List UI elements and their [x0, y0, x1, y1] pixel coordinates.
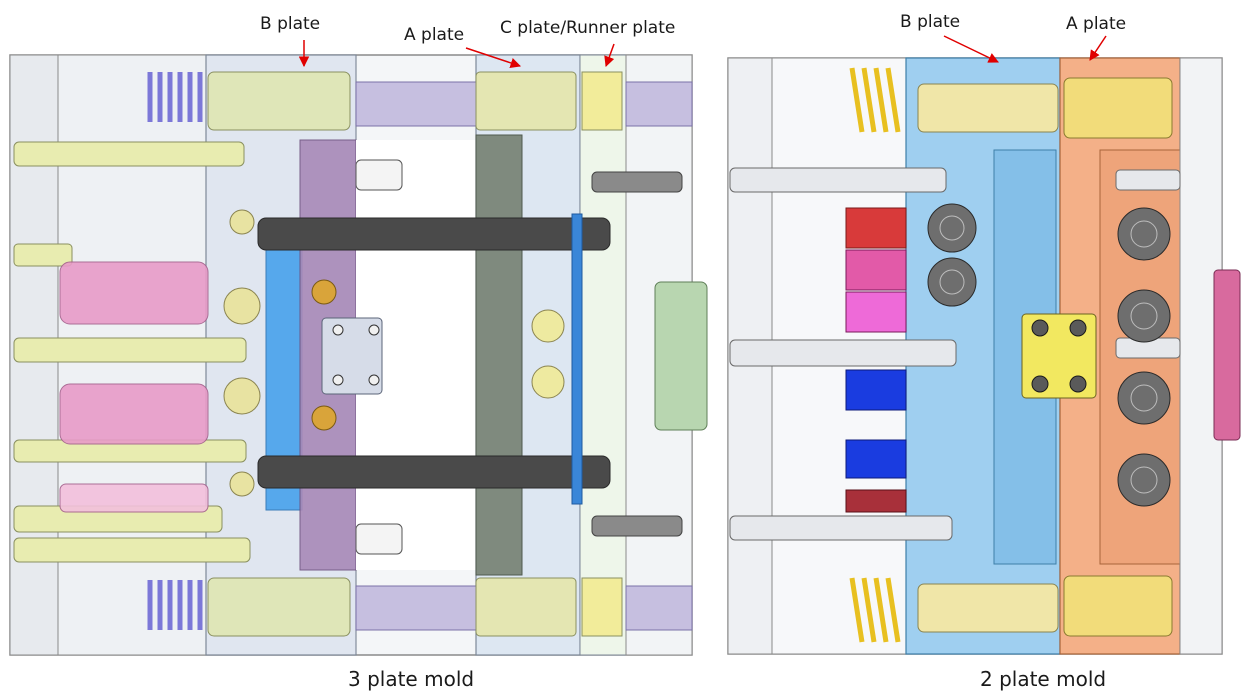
guide-pillar-top-ra	[1063, 77, 1173, 139]
support-pillar-3	[59, 483, 209, 513]
latch-bolts	[1031, 319, 1087, 393]
latch-screw	[368, 324, 380, 336]
runner-pins	[531, 309, 565, 399]
sleeve-lower	[355, 523, 403, 555]
pillar-red-1	[845, 207, 907, 249]
spring-top-icon	[147, 72, 203, 122]
guide-rod-top-end	[625, 81, 693, 127]
guide-bush-bottom	[355, 585, 477, 631]
spring-bottom-icon	[147, 580, 203, 630]
guide-pillar-top-a	[475, 71, 577, 131]
label-b-plate-2: B plate	[900, 12, 960, 32]
runner-stripper	[571, 213, 583, 505]
label-c-plate: C plate/Runner plate	[500, 18, 675, 38]
support-pillar-2	[59, 383, 209, 445]
spring-top-right-icon	[849, 67, 901, 133]
three-plate-mold	[9, 54, 708, 656]
arrow-b-plate-2	[943, 35, 999, 63]
ejector-rods-right	[729, 167, 1181, 541]
round-pins	[223, 209, 261, 497]
caption-3-plate: 3 plate mold	[348, 667, 474, 691]
pillar-pink-2	[845, 291, 907, 333]
a-plate-core-rings	[1130, 220, 1158, 494]
support-pillar-1	[59, 261, 209, 325]
latch-screw	[332, 324, 344, 336]
guide-pillar-bottom-a	[475, 577, 577, 637]
a-plate-cores	[1117, 207, 1171, 507]
latch-screw	[332, 374, 344, 386]
guide-pillar-bottom-c	[581, 577, 623, 637]
two-plate-mold	[727, 57, 1241, 655]
label-a-plate-3: A plate	[404, 25, 464, 45]
gold-fasteners	[311, 279, 337, 431]
arrow-a-plate-3	[465, 47, 521, 68]
latch-screw	[368, 374, 380, 386]
guide-pillar-bottom-r	[917, 583, 1059, 633]
label-b-plate-3: B plate	[260, 14, 320, 34]
pillar-pink-1	[845, 249, 907, 291]
guide-pillar-top-r	[917, 83, 1059, 133]
guide-bush-top	[355, 81, 477, 127]
a-plate-core	[475, 134, 523, 576]
guide-pillar-bottom	[207, 577, 351, 637]
caption-2-plate: 2 plate mold	[980, 667, 1106, 691]
spring-bottom-right-icon	[849, 577, 901, 643]
guide-rod-bottom-end	[625, 585, 693, 631]
b-plate-cavities	[927, 203, 977, 307]
b-plate-cavity-rings	[939, 215, 965, 295]
runner-plate	[579, 54, 627, 656]
guide-pillar-top-c	[581, 71, 623, 131]
pillar-darkred	[845, 489, 907, 513]
tie-rod-lower	[257, 455, 611, 489]
locating-ring	[1213, 269, 1241, 441]
guide-pillar-top	[207, 71, 351, 131]
sleeve-upper	[355, 159, 403, 191]
arrow-c-plate	[604, 43, 615, 67]
tie-rod-upper	[257, 217, 611, 251]
sprue-bushing	[654, 281, 708, 431]
ejector-rods	[13, 141, 251, 563]
arrow-a-plate-2	[1089, 35, 1107, 61]
sprue-puller-screws	[591, 171, 683, 537]
guide-pillar-bottom-ra	[1063, 575, 1173, 637]
label-a-plate-2: A plate	[1066, 14, 1126, 34]
pillar-blue-2	[845, 439, 907, 479]
pillar-blue-1	[845, 369, 907, 411]
